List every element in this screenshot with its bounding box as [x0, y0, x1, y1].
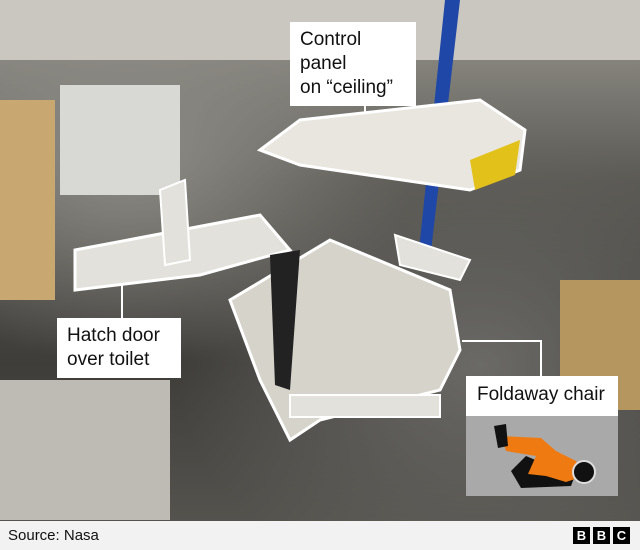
bbc-logo-letter: C [613, 527, 630, 544]
window-view [60, 85, 180, 195]
control-panel-label-line1: Control panel [300, 29, 362, 74]
chair-strap [270, 250, 300, 390]
hatch-door-label: Hatch door over toilet [57, 318, 181, 378]
foldaway-chair-label: Foldaway chair [466, 376, 618, 496]
foldaway-leader-line-vertical [540, 340, 542, 376]
hatch-leader-line [121, 283, 123, 319]
control-panel-label-line2: on “ceiling” [300, 77, 393, 98]
foldaway-leader-line-horizontal [462, 340, 542, 342]
chair-headrest [393, 233, 472, 282]
bbc-logo-letter: B [573, 527, 590, 544]
foldaway-chair-title: Foldaway chair [477, 384, 605, 405]
control-panel-stripe [470, 140, 520, 190]
hatch-handle [158, 178, 192, 267]
bbc-logo-letter: B [593, 527, 610, 544]
seat-pad [0, 380, 170, 520]
bbc-logo: B B C [573, 527, 630, 544]
hatch-door-label-line1: Hatch door [67, 325, 160, 346]
orange-suit-icon [501, 436, 584, 482]
chair-base [289, 394, 441, 418]
astronaut-seated-illustration [466, 416, 618, 496]
boots-icon [494, 424, 508, 448]
footer: Source: Nasa B B C [0, 521, 640, 550]
control-panel-label: Control panel on “ceiling” [290, 22, 416, 106]
wall-padding-left [0, 100, 55, 300]
helmet-icon [572, 460, 596, 484]
control-panel-outline [256, 98, 527, 192]
source-credit: Source: Nasa [8, 527, 99, 544]
hatch-door-label-line2: over toilet [67, 349, 150, 370]
